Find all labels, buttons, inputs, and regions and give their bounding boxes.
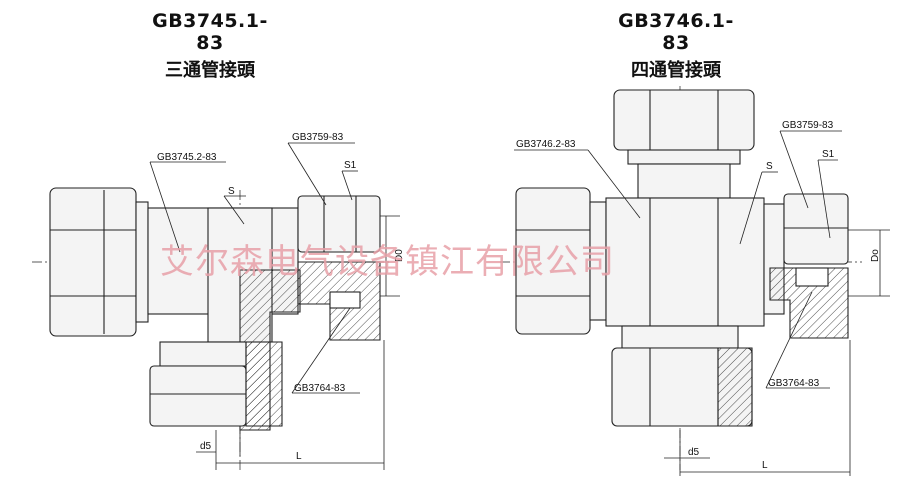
- cross-body-standard-label: GB3746.2-83: [516, 139, 576, 150]
- cross-s-label: S: [766, 161, 773, 172]
- left-standard-code: GB3745.1-83: [152, 10, 268, 54]
- right-part-name: 四通管接頭: [631, 60, 721, 81]
- cross-leader-lines: [514, 130, 842, 389]
- cross-s1-label: S1: [822, 149, 835, 160]
- cross-d5-label: d5: [688, 447, 700, 458]
- tee-leader-lines: [149, 142, 360, 394]
- cross-fitting-drawing: [500, 86, 890, 476]
- company-watermark: 艾尔森电气设备镇江有限公司: [160, 242, 615, 282]
- left-part-name: 三通管接頭: [165, 60, 255, 81]
- bottom-hex-nut: [149, 341, 283, 427]
- tee-nut-standard-label: GB3759-83: [292, 132, 344, 143]
- tee-length-label: L: [296, 451, 302, 462]
- tee-s1-label: S1: [344, 160, 357, 171]
- tee-body-standard-label: GB3745.2-83: [157, 152, 217, 163]
- cross-d0-label: Do: [870, 249, 881, 262]
- right-hex-nut: [297, 195, 381, 341]
- cross-body: [605, 197, 765, 327]
- tee-fitting-drawing: [32, 142, 400, 470]
- tee-d5-label: d5: [200, 441, 212, 452]
- tee-s-label: S: [228, 186, 235, 197]
- cross-dimension-lines: [664, 229, 890, 476]
- tee-ring-standard-label: GB3764-83: [294, 383, 346, 394]
- top-hex-nut: [613, 89, 755, 199]
- left-title-block: GB3745.1-83 三通管接頭: [140, 10, 280, 82]
- cross-nut-standard-label: GB3759-83: [782, 120, 834, 131]
- tee-dimension-lines: [196, 215, 400, 470]
- tee-d0-label: D0: [394, 249, 405, 262]
- right-hex-nut-cross: [763, 193, 849, 339]
- cross-ring-standard-label: GB3764-83: [768, 378, 820, 389]
- left-hex-nut-cross: [515, 187, 607, 335]
- cross-length-label: L: [762, 460, 768, 471]
- right-title-block: GB3746.1-83 四通管接頭: [606, 10, 746, 82]
- bottom-hex-nut-cross: [611, 325, 753, 427]
- left-hex-nut: [49, 187, 149, 337]
- right-standard-code: GB3746.1-83: [618, 10, 734, 54]
